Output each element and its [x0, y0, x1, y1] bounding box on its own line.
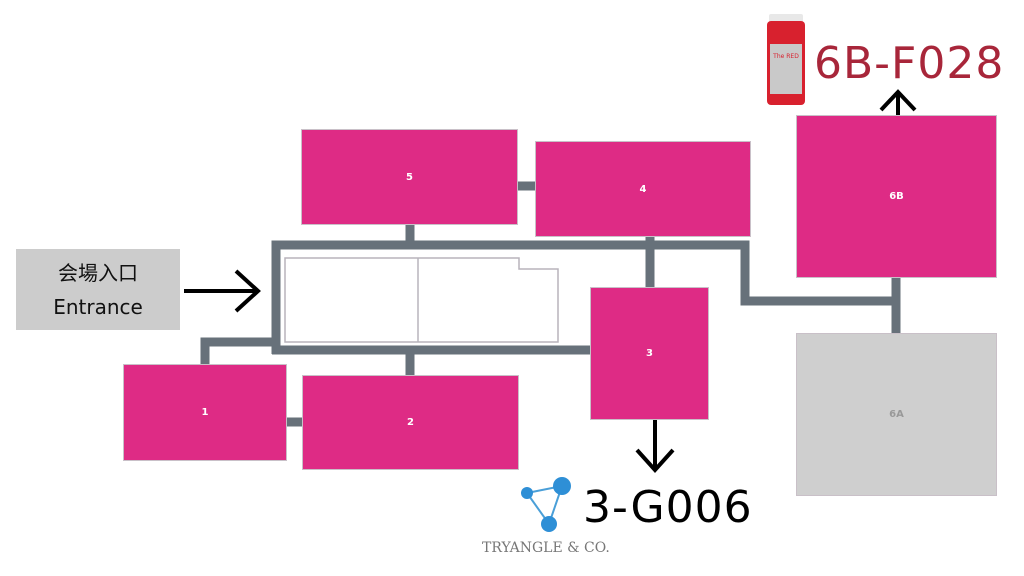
booth-label: 6B — [889, 191, 904, 202]
booth-6a[interactable]: 6A — [796, 333, 997, 496]
booth-3[interactable]: 3 — [590, 287, 709, 420]
entrance-arrow-icon — [184, 269, 261, 313]
entrance-sign: 会場入口 Entrance — [16, 249, 180, 330]
svg-text:The RED: The RED — [772, 53, 799, 60]
entrance-label-en: Entrance — [53, 294, 143, 319]
corridors — [200, 181, 901, 427]
booth-5[interactable]: 5 — [301, 129, 518, 225]
company-logo-text: TRYANGLE & CO. — [482, 540, 610, 556]
booth-label: 2 — [407, 417, 414, 428]
booth-label: 6A — [889, 409, 904, 420]
booth-6b[interactable]: 6B — [796, 115, 997, 278]
inner-room-outline — [284, 257, 559, 343]
tryangle-logo-icon — [521, 477, 571, 532]
product-bottle-icon: The RED — [767, 14, 805, 105]
booth-label: 5 — [406, 171, 413, 183]
booth-label: 3 — [646, 348, 653, 359]
booth-1[interactable]: 1 — [123, 364, 287, 461]
booth-6b-code: 6B-F028 — [814, 38, 1005, 89]
booth-3-code: 3-G006 — [583, 482, 753, 533]
booth-label: 4 — [639, 183, 647, 195]
booth-label: 1 — [201, 407, 209, 418]
booth-4[interactable]: 4 — [535, 141, 751, 237]
entrance-label-ja: 会場入口 — [58, 260, 138, 285]
booth-2[interactable]: 2 — [302, 375, 519, 470]
